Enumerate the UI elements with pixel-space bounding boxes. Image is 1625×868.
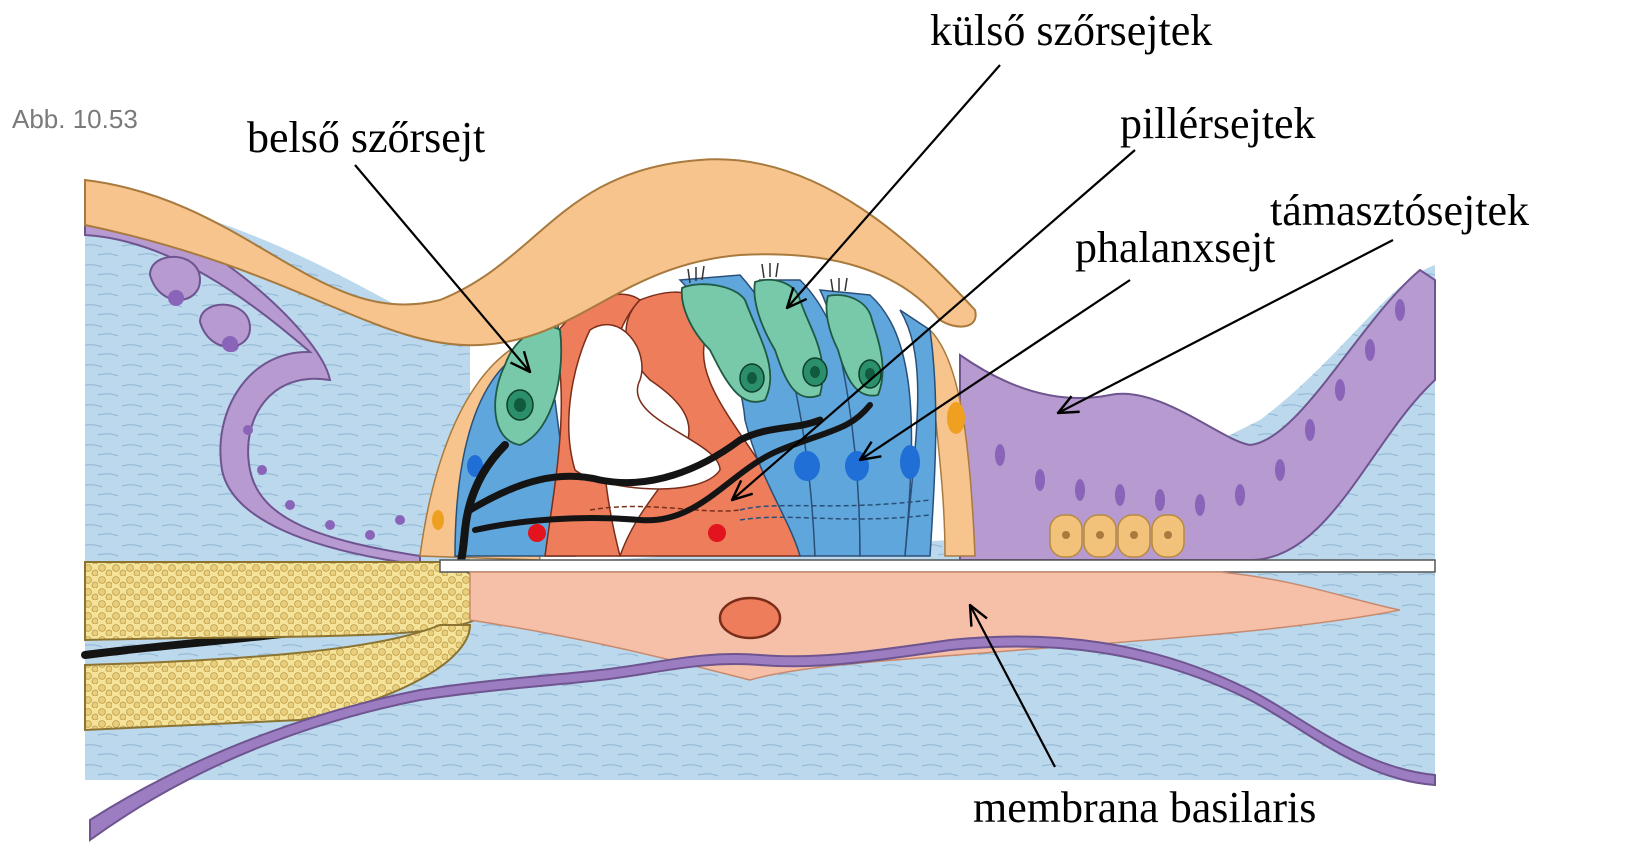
figure-number: Abb. 10.53 (12, 104, 138, 134)
label-inner-hair-cell: belső szőrsejt (247, 113, 485, 162)
label-phalangeal-cell: phalanxsejt (1075, 223, 1275, 272)
label-basilar-membrane: membrana basilaris (973, 783, 1316, 832)
label-supporting-cells: támasztósejtek (1270, 186, 1529, 235)
label-pillar-cells: pillérsejtek (1120, 99, 1316, 148)
label-outer-hair-cells: külső szőrsejtek (930, 6, 1212, 55)
